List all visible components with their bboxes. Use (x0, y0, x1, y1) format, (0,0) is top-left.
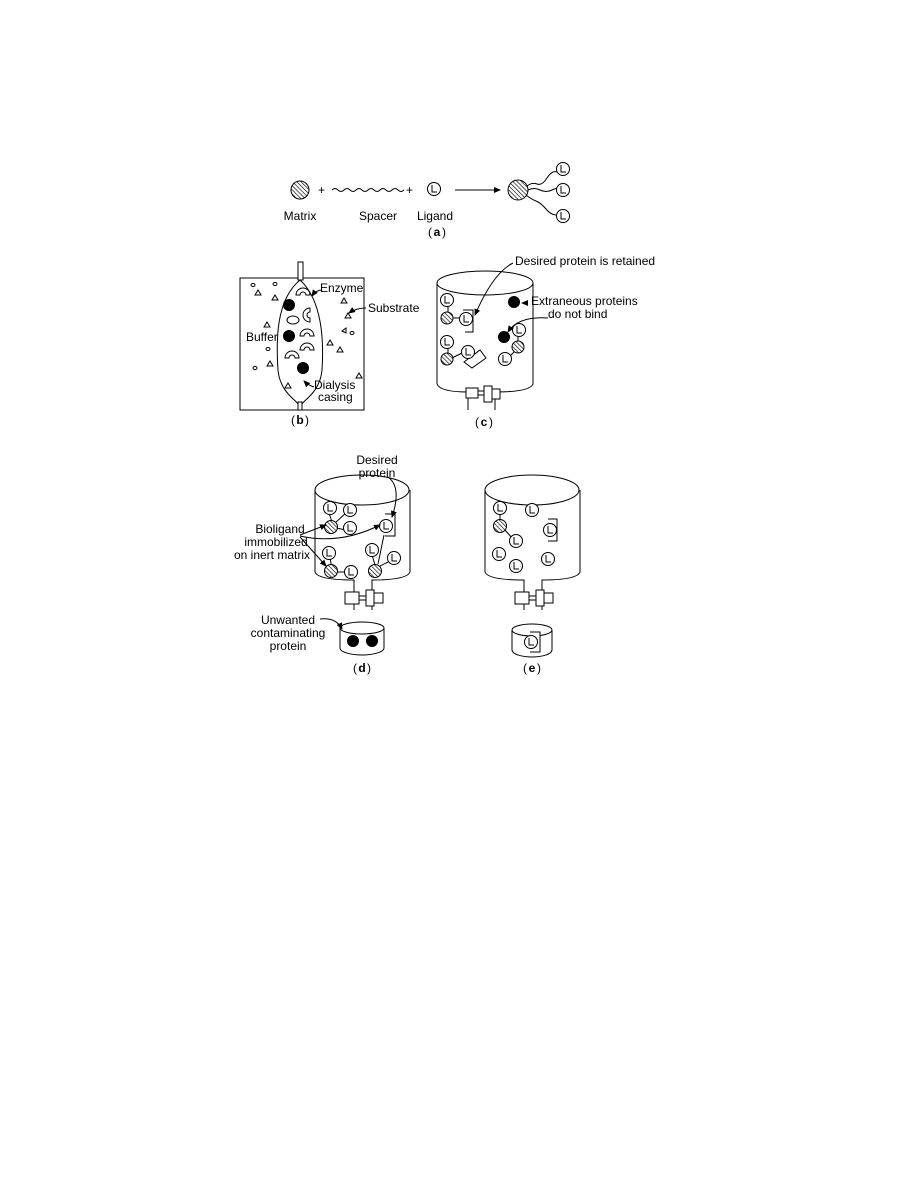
caption-b: b (296, 413, 303, 427)
ligand-icon (556, 162, 570, 176)
ligand-icon (379, 519, 393, 533)
dialysis-label: Dialysis (314, 378, 355, 392)
ligand-label: Ligand (417, 209, 453, 223)
bioligand-label: Bioligand (255, 522, 304, 536)
protein-label: protein (359, 466, 396, 480)
caption-c: c (481, 415, 488, 429)
svg-text:): ) (367, 661, 371, 675)
svg-text:(: ( (523, 661, 527, 675)
matrix-label: Matrix (284, 209, 317, 223)
ligand-icon (493, 501, 507, 515)
inert-matrix-label: on inert matrix (234, 548, 310, 562)
contaminating-label: contaminating (251, 626, 326, 640)
ligand-icon (344, 565, 358, 579)
svg-text:): ) (442, 225, 446, 239)
contaminating-protein-label: protein (270, 639, 307, 653)
ligand-icon (461, 345, 475, 359)
desired-label: Desired (356, 453, 397, 467)
panel-a: + + Matrix Spacer Ligand a () (284, 162, 570, 239)
svg-text:): ) (489, 415, 493, 429)
svg-text:(: ( (291, 413, 295, 427)
no-bind-label: do not bind (548, 307, 607, 321)
ligand-icon (498, 352, 512, 366)
panel-c: Desired protein is retained Extraneous p… (436, 254, 655, 429)
buffer-label: Buffer (246, 330, 278, 344)
ligand-icon (492, 547, 506, 561)
ligand-icon (322, 546, 336, 560)
unwanted-label: Unwanted (261, 613, 315, 627)
ligand-icon (440, 335, 454, 349)
ligand-icon (365, 543, 379, 557)
panel-b: Enzyme Substrate Buffer Dialysis casing … (239, 261, 420, 427)
ligand-icon (459, 312, 473, 326)
svg-text:(: ( (475, 415, 479, 429)
ligand-icon (543, 523, 557, 537)
ligand-icon (427, 182, 441, 196)
ligand-icon (556, 183, 570, 197)
caption-a: a (434, 225, 441, 239)
extraneous-label: Extraneous proteins (531, 294, 638, 308)
retained-label: Desired protein is retained (515, 254, 655, 268)
plus-sign: + (406, 183, 413, 197)
ligand-icon (525, 503, 539, 517)
svg-text:(: ( (428, 225, 432, 239)
enzyme-label: Enzyme (320, 281, 364, 295)
plus-sign: + (318, 183, 325, 197)
svg-text:): ) (537, 661, 541, 675)
ligand-icon (541, 552, 555, 566)
ligand-icon (556, 209, 570, 223)
casing-label: casing (318, 390, 353, 404)
ligand-icon (524, 635, 538, 649)
ligand-icon (509, 534, 523, 548)
svg-text:): ) (305, 413, 309, 427)
matrix-bead-icon (290, 180, 310, 200)
ligand-icon (387, 551, 401, 565)
svg-text:(: ( (353, 661, 357, 675)
matrix-bead-icon (507, 179, 529, 201)
ligand-icon (343, 521, 357, 535)
ligand-icon (343, 503, 357, 517)
panel-d: Desired protein Bioligand immobilized on… (234, 453, 411, 675)
ligand-icon (323, 501, 337, 515)
immobilized-label: immobilized (244, 535, 307, 549)
caption-d: d (358, 661, 365, 675)
ligand-icon (440, 293, 454, 307)
ligand-icon (509, 559, 523, 573)
caption-e: e (529, 661, 536, 675)
panel-e: e () (484, 474, 581, 675)
spacer-icon (331, 188, 405, 192)
substrate-label: Substrate (368, 301, 420, 315)
spacer-label: Spacer (359, 209, 397, 223)
